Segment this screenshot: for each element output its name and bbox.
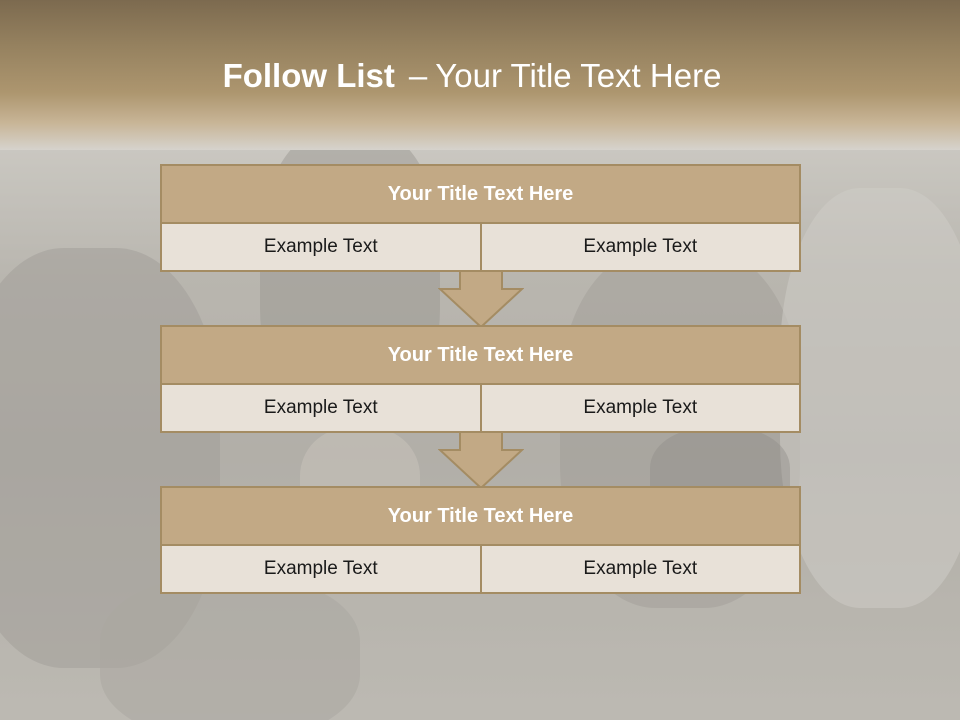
list-block-1: Your Title Text Here Example Text Exampl… [160, 164, 801, 272]
block-cell-left: Example Text [162, 224, 480, 270]
down-arrow-icon [438, 432, 524, 490]
block-cell-left: Example Text [162, 546, 480, 592]
slide-title: Follow List–Your Title Text Here [0, 52, 944, 100]
title-band [0, 0, 960, 150]
block-cell-right: Example Text [479, 224, 799, 270]
block-cell-right: Example Text [479, 546, 799, 592]
block-row: Example Text Example Text [162, 224, 799, 270]
block-cell-right: Example Text [479, 385, 799, 431]
block-row: Example Text Example Text [162, 546, 799, 592]
title-rest-part: Your Title Text Here [435, 57, 722, 94]
block-row: Example Text Example Text [162, 385, 799, 431]
title-dash: – [408, 57, 428, 94]
down-arrow-icon [438, 271, 524, 329]
block-cell-left: Example Text [162, 385, 480, 431]
block-title: Your Title Text Here [162, 166, 799, 224]
block-title: Your Title Text Here [162, 327, 799, 385]
list-block-3: Your Title Text Here Example Text Exampl… [160, 486, 801, 594]
list-block-2: Your Title Text Here Example Text Exampl… [160, 325, 801, 433]
title-bold-part: Follow List [222, 57, 395, 94]
block-title: Your Title Text Here [162, 488, 799, 546]
